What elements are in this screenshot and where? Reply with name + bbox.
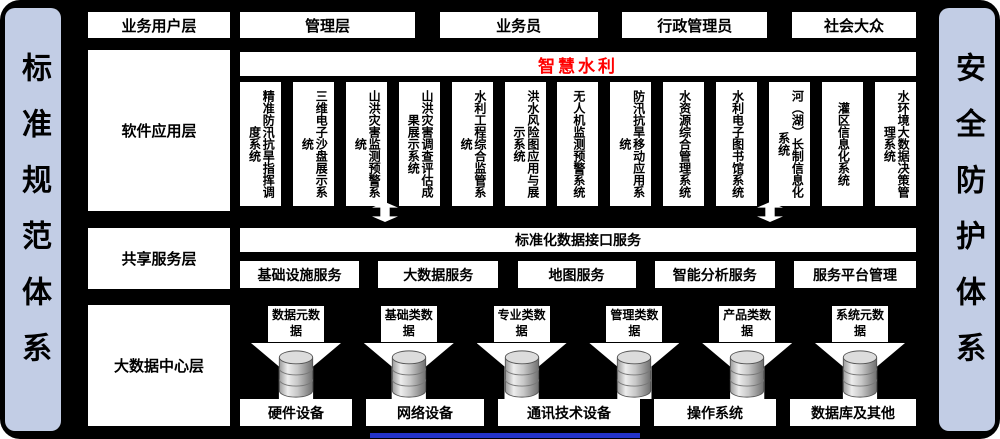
system-box: 精准防汛抗旱指挥调度系统	[240, 82, 281, 206]
user-role-box: 业务员	[439, 12, 598, 38]
system-box: 水利电子图书馆系统	[716, 82, 758, 206]
data-group: 专业类数据	[466, 306, 578, 399]
data-type-box: 产品类数据	[719, 306, 776, 342]
user-layer-row: 管理层 业务员 行政管理员 社会大众	[240, 12, 916, 38]
database-icon	[617, 350, 652, 398]
services-row: 基础设施服务 大数据服务 地图服务 智能分析服务 服务平台管理	[240, 261, 916, 288]
database-stack	[476, 343, 567, 399]
system-box: 水资源综合管理系统	[663, 82, 705, 206]
system-box: 河（湖）长制信息化系统	[769, 82, 811, 206]
database-stack	[814, 343, 905, 399]
data-type-box: 基础类数据	[380, 306, 437, 342]
database-stack	[251, 343, 341, 399]
system-box: 洪水风险图应用与展示系统	[504, 82, 546, 206]
layer-label-business-user: 业务用户层	[88, 12, 230, 38]
system-box: 山洪灾害调查评估成果展示系统	[398, 82, 440, 206]
data-type-box: 专业类数据	[493, 306, 550, 342]
data-group: 管理类数据	[578, 306, 690, 399]
data-type-box: 系统元数据	[831, 306, 888, 342]
data-group: 系统元数据	[804, 306, 916, 399]
user-role-box: 社会大众	[791, 12, 916, 38]
user-role-box: 管理层	[240, 12, 415, 38]
infra-box: 网络设备	[366, 399, 484, 426]
double-arrow-icon	[372, 202, 398, 222]
infra-box: 硬件设备	[240, 399, 352, 426]
systems-row: 精准防汛抗旱指挥调度系统 三维电子沙盘展示系统 山洪灾害监测预警系统 山洪灾害调…	[240, 82, 916, 206]
layer-label-big-data-center: 大数据中心层	[88, 305, 230, 426]
infra-box: 数据库及其他	[790, 399, 916, 426]
system-box: 防汛抗旱移动应用系统	[610, 82, 652, 206]
system-box: 灌区信息化系统	[821, 82, 863, 206]
layer-label-software-app: 软件应用层	[88, 50, 230, 211]
database-stack	[589, 343, 680, 399]
infra-box: 通讯技术设备	[498, 399, 640, 426]
left-pillar-label: 标准规范体系	[16, 51, 51, 388]
database-icon	[278, 350, 314, 398]
database-stack	[702, 343, 793, 399]
app-title-bar: 智慧水利	[240, 52, 916, 77]
system-box: 无人机监测预警系统	[557, 82, 599, 206]
infra-box: 操作系统	[654, 399, 776, 426]
database-icon	[504, 350, 539, 398]
data-group: 数据元数据	[240, 306, 352, 399]
system-box: 水利工程综合监管系统	[451, 82, 493, 206]
system-box: 水环境大数据决策管理系统	[874, 82, 916, 206]
app-title: 智慧水利	[538, 56, 618, 77]
infrastructure-row: 硬件设备 网络设备 通讯技术设备 操作系统 数据库及其他	[240, 399, 916, 426]
service-box: 基础设施服务	[240, 261, 359, 288]
bottom-accent-bar	[370, 433, 640, 438]
service-box: 大数据服务	[378, 261, 499, 288]
user-role-box: 行政管理员	[622, 12, 768, 38]
right-pillar-label: 安全防护体系	[950, 51, 985, 388]
database-icon	[730, 350, 765, 398]
service-box: 服务平台管理	[794, 261, 916, 288]
data-type-box: 管理类数据	[606, 306, 663, 342]
data-group: 基础类数据	[353, 306, 465, 399]
service-box: 智能分析服务	[654, 261, 775, 288]
data-group: 产品类数据	[691, 306, 803, 399]
layer-label-shared-service: 共享服务层	[88, 228, 230, 289]
left-pillar: 标准规范体系	[5, 8, 61, 431]
system-box: 三维电子沙盘展示系统	[292, 82, 334, 206]
database-icon	[842, 350, 878, 398]
data-groups-row: 数据元数据 基础类数据	[240, 306, 916, 399]
database-icon	[391, 350, 426, 398]
data-interface-bar: 标准化数据接口服务	[240, 228, 916, 252]
system-box: 山洪灾害监测预警系统	[345, 82, 387, 206]
double-arrow-icon	[757, 202, 783, 222]
data-type-box: 数据元数据	[268, 306, 324, 342]
database-stack	[363, 343, 454, 399]
right-pillar: 安全防护体系	[939, 8, 995, 431]
service-box: 地图服务	[517, 261, 636, 288]
